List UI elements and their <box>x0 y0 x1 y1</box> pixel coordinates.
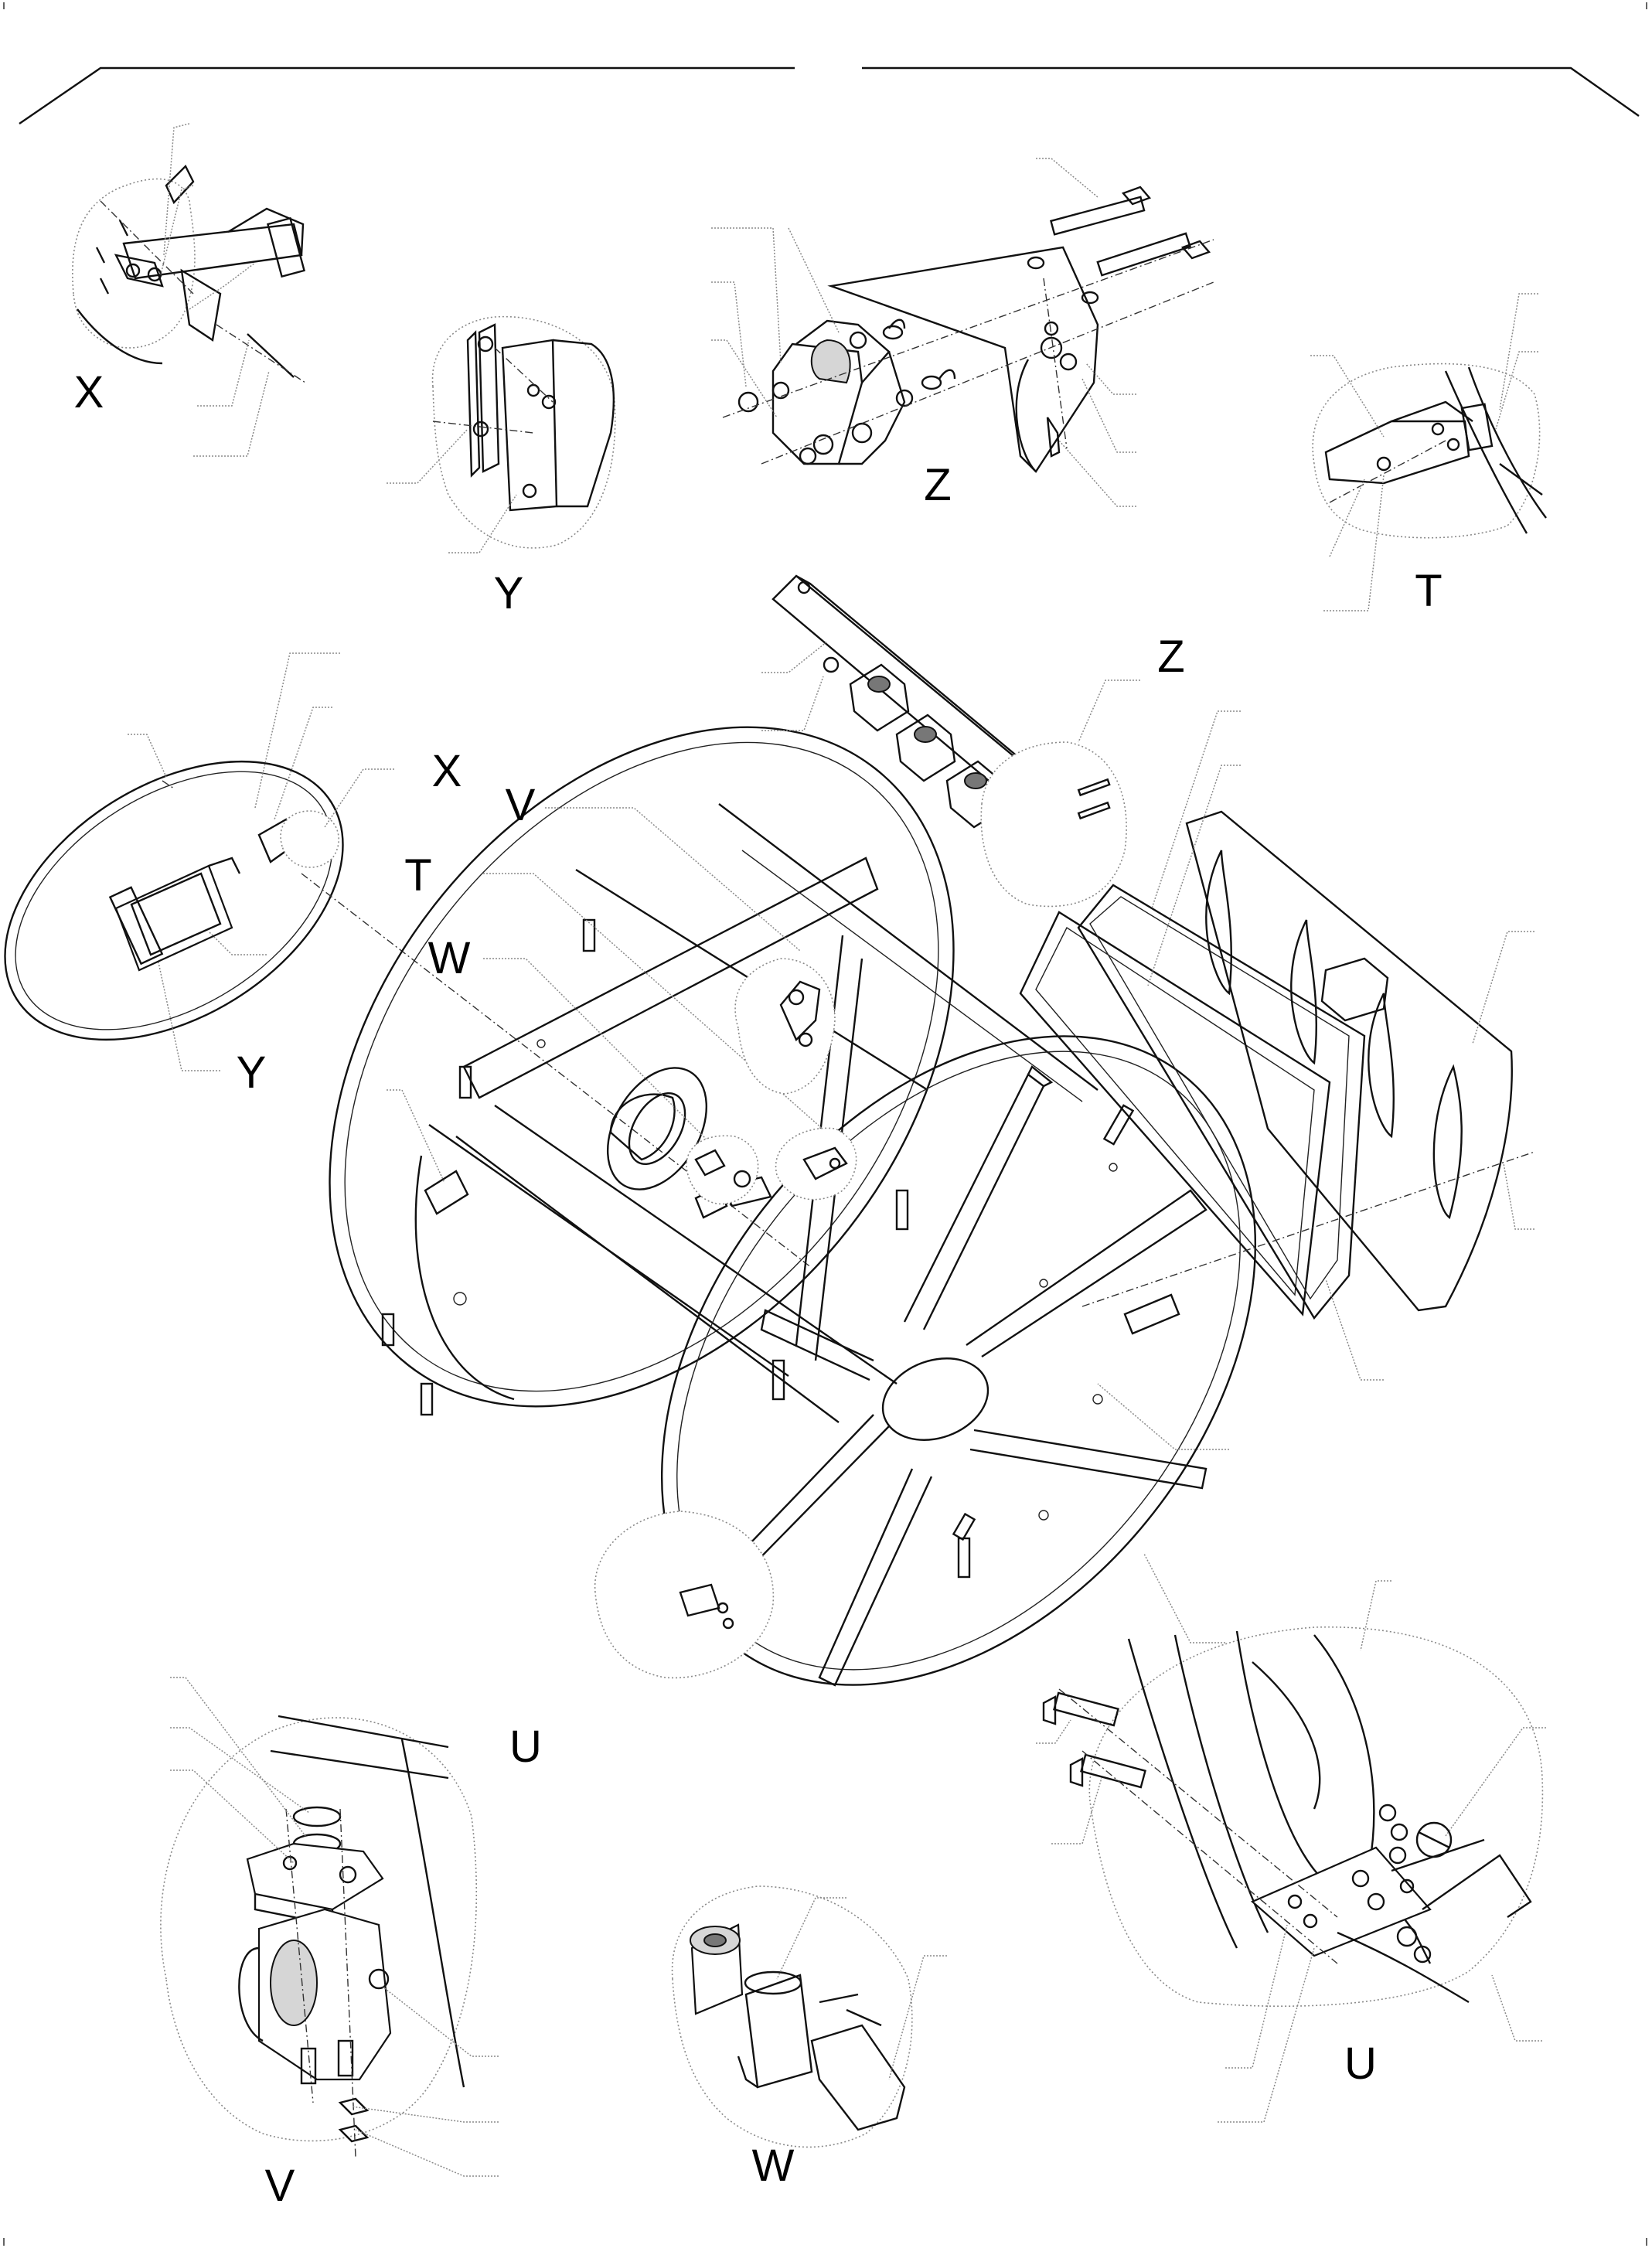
callout-x-main: X <box>431 746 462 796</box>
callout-z-main: Z <box>1157 632 1185 682</box>
detail-v-bearing <box>160 1677 499 2177</box>
detail-t-sensor-mount <box>1310 293 1547 611</box>
callout-y-top: Y <box>493 568 524 618</box>
callout-z-top: Z <box>924 460 952 510</box>
callout-v-bottom: V <box>264 2161 295 2211</box>
callout-u-bottom: U <box>1344 2039 1377 2089</box>
detail-w-shaft-sleeve <box>671 1885 947 2148</box>
detail-z-bearing-housing <box>711 158 1214 507</box>
callout-v-main: V <box>505 780 536 830</box>
callout-t-top: T <box>1415 566 1443 616</box>
bearing-beam <box>761 574 1140 908</box>
frame-border-right <box>862 66 1640 117</box>
frame-border-left <box>19 66 795 124</box>
side-panels <box>1019 710 1535 1381</box>
callout-u-main: U <box>509 1722 542 1772</box>
drum-detail-circles <box>594 958 857 1679</box>
callout-w-main: W <box>427 933 471 983</box>
drum-frame <box>329 726 1257 1687</box>
callout-w-bottom: W <box>751 2141 795 2191</box>
left-end-plate <box>4 652 812 1269</box>
crop-marks <box>3 2 1647 2246</box>
callout-y-main: Y <box>236 1047 267 1098</box>
callout-x-top: X <box>73 367 104 417</box>
callout-t-main: T <box>404 850 432 901</box>
detail-u-hinge <box>1036 1580 1546 2123</box>
detail-x-motor-bracket <box>72 123 306 457</box>
detail-y-clamp-plate <box>387 315 616 553</box>
